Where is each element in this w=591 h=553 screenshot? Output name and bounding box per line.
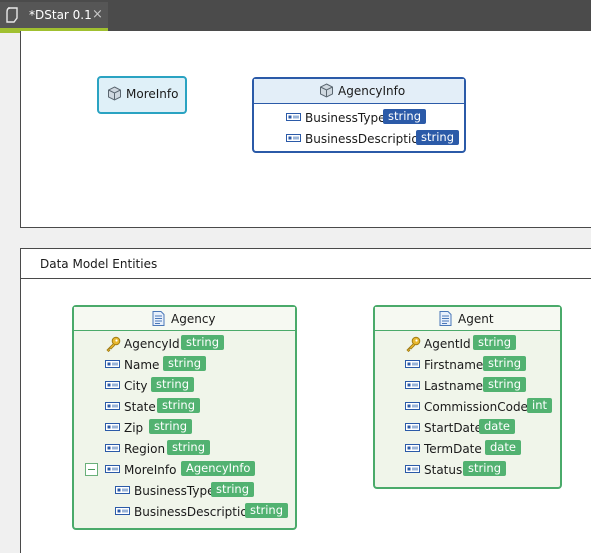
field-icon: [286, 113, 301, 121]
field-name: Name: [124, 358, 160, 372]
field-type-badge: int: [527, 398, 552, 413]
types-canvas[interactable]: MoreInfo AgencyInfo BusinessType string …: [20, 31, 591, 228]
key-icon: [106, 336, 121, 352]
field-name: CommissionCode: [424, 400, 528, 414]
field-type-badge: AgencyInfo: [181, 461, 256, 476]
agencyinfo-type-box[interactable]: AgencyInfo BusinessType string BusinessD…: [252, 77, 466, 153]
field-name: BusinessDescription: [134, 505, 256, 519]
field-name: BusinessDescription: [305, 132, 427, 146]
agency-entity-box[interactable]: Agency AgencyId string Name string City …: [72, 305, 297, 530]
moreinfo-type-box[interactable]: MoreInfo: [97, 76, 187, 114]
field-type-badge: string: [483, 356, 527, 371]
field-icon: [105, 381, 120, 389]
field-type-badge: string: [149, 419, 193, 434]
field-type-badge: string: [167, 440, 211, 455]
entity-document-icon: [439, 311, 452, 326]
field-type-badge: date: [485, 440, 521, 455]
field-icon: [405, 465, 420, 473]
field-icon: [286, 134, 301, 142]
field-name: MoreInfo: [124, 463, 177, 477]
section-header: Data Model Entities: [21, 249, 591, 279]
field-type-badge: string: [473, 335, 517, 350]
field-name: BusinessType: [305, 111, 386, 125]
field-name: State: [124, 400, 156, 414]
field-name: City: [124, 379, 148, 393]
agent-entity-label: Agent: [458, 312, 494, 326]
field-icon: [115, 486, 130, 494]
entities-canvas[interactable]: Data Model Entities Agency AgencyId stri…: [20, 248, 591, 553]
field-name: AgentId: [424, 337, 471, 351]
agencyinfo-header[interactable]: AgencyInfo: [254, 79, 464, 104]
collapse-toggle[interactable]: [85, 463, 98, 476]
field-name: Region: [124, 442, 166, 456]
field-type-badge: string: [157, 398, 201, 413]
field-icon: [105, 465, 120, 473]
field-type-badge: string: [181, 335, 225, 350]
field-name: StartDate: [424, 421, 482, 435]
field-icon: [105, 360, 120, 368]
agencyinfo-type-label: AgencyInfo: [338, 84, 406, 98]
field-name: AgencyId: [124, 337, 180, 351]
editor-tab[interactable]: *DStar 0.1 ×: [0, 2, 108, 33]
field-type-badge: string: [483, 377, 527, 392]
field-type-badge: date: [479, 419, 515, 434]
field-icon: [405, 423, 420, 431]
field-type-badge: string: [463, 461, 507, 476]
moreinfo-type-label: MoreInfo: [126, 87, 179, 101]
field-name: TermDate: [424, 442, 482, 456]
package-icon: [320, 83, 333, 98]
tab-title: *DStar 0.1: [29, 8, 92, 22]
field-icon: [115, 507, 130, 515]
field-type-badge: string: [383, 109, 427, 124]
field-type-badge: string: [163, 356, 207, 371]
field-icon: [405, 381, 420, 389]
field-type-badge: string: [416, 130, 460, 145]
field-type-badge: string: [211, 482, 255, 497]
field-name: Firstname: [424, 358, 484, 372]
agency-entity-header[interactable]: Agency: [74, 307, 295, 331]
entity-document-icon: [152, 311, 165, 326]
field-name: Lastname: [424, 379, 484, 393]
field-name: Status: [424, 463, 463, 477]
field-icon: [405, 444, 420, 452]
section-title: Data Model Entities: [40, 257, 158, 271]
field-icon: [405, 360, 420, 368]
field-type-badge: string: [245, 503, 289, 518]
field-name: Zip: [124, 421, 144, 435]
diagram-file-icon: [6, 7, 18, 23]
field-type-badge: string: [151, 377, 195, 392]
field-icon: [405, 402, 420, 410]
field-icon: [105, 444, 120, 452]
agency-entity-label: Agency: [171, 312, 216, 326]
package-icon: [108, 86, 121, 101]
key-icon: [406, 336, 421, 352]
active-tab-indicator: [0, 28, 108, 33]
field-name: BusinessType: [134, 484, 215, 498]
field-icon: [105, 402, 120, 410]
agent-entity-header[interactable]: Agent: [375, 307, 560, 331]
field-icon: [105, 423, 120, 431]
close-icon[interactable]: ×: [92, 7, 103, 22]
editor-tab-bar: *DStar 0.1 ×: [0, 0, 591, 33]
agent-entity-box[interactable]: Agent AgentId string Firstname string La…: [373, 305, 562, 489]
